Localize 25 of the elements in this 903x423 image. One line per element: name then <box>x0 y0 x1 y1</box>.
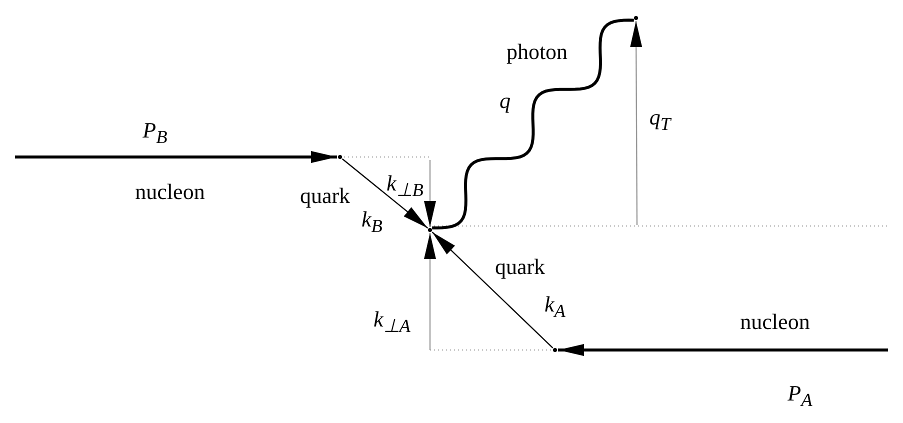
arrow <box>558 344 888 356</box>
momentum-label: q <box>500 90 510 112</box>
momentum-label: k$_{A}$ <box>544 294 566 320</box>
momentum-label: k$_{⊥A}$ <box>374 308 410 336</box>
momentum-label: P$_{B}$ <box>142 120 168 146</box>
edge-label: nucleon <box>135 181 205 203</box>
wavy-line <box>432 18 634 230</box>
momentum-label: k$_{⊥B}$ <box>386 172 424 200</box>
edge-label: quark <box>300 185 350 207</box>
junction-point <box>634 16 638 20</box>
edge-label: nucleon <box>740 311 810 333</box>
arrow <box>342 158 428 229</box>
edge-label: photon <box>506 41 568 63</box>
arrow <box>630 21 642 225</box>
junction-point <box>338 155 342 159</box>
momentum-label: q$_{T}$ <box>649 106 671 134</box>
arrow <box>15 151 337 163</box>
edge-label: quark <box>494 256 546 278</box>
junction-point <box>428 228 432 232</box>
momentum-label: k$_{B}$ <box>362 208 382 236</box>
arrow <box>424 160 436 227</box>
arrow <box>424 233 436 350</box>
arrow <box>432 232 554 348</box>
momentum-label: P$_{A}$ <box>788 382 812 410</box>
junction-point <box>553 348 557 352</box>
